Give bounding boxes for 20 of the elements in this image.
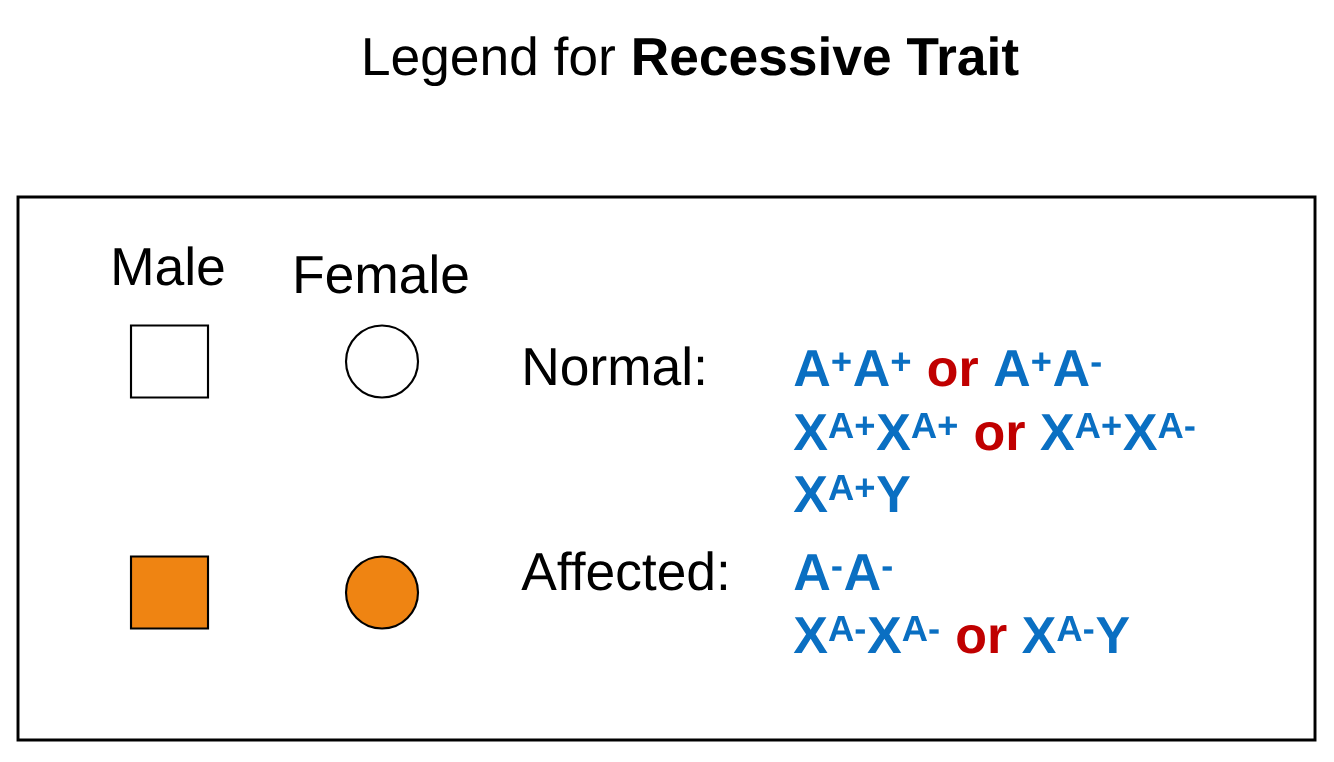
column-header: Male <box>114 246 224 286</box>
genotype-text: A$^{+}$A$^{-}$ <box>994 350 1101 386</box>
genotype-text: X$^{A+}$Y <box>793 474 910 512</box>
square-symbol <box>129 555 210 630</box>
genotype-text: X$^{A+}$X$^{A-}$ <box>1040 412 1195 450</box>
circle-symbol <box>344 324 420 399</box>
conjunction-text: or <box>975 422 1025 451</box>
genotype-text: A$^{+}$A$^{+}$ <box>794 350 911 386</box>
circle-symbol <box>344 555 420 630</box>
conjunction-text: or <box>928 358 978 387</box>
title: Legend for Recessive Trait <box>365 36 1019 87</box>
genotype-text: X$^{A-}$Y <box>1022 615 1130 653</box>
column-header: Female <box>296 254 468 294</box>
conjunction-text: or <box>957 625 1007 654</box>
genotype-text: A$^{-}$A$^{-}$ <box>794 554 892 590</box>
legend-text: Normal: <box>525 346 704 386</box>
legend-text: Affected: <box>521 551 726 591</box>
genotype-text: X$^{A-}$X$^{A-}$ <box>793 615 939 653</box>
square-symbol <box>129 324 210 399</box>
genotype-text: X$^{A+}$X$^{A+}$ <box>793 412 957 450</box>
